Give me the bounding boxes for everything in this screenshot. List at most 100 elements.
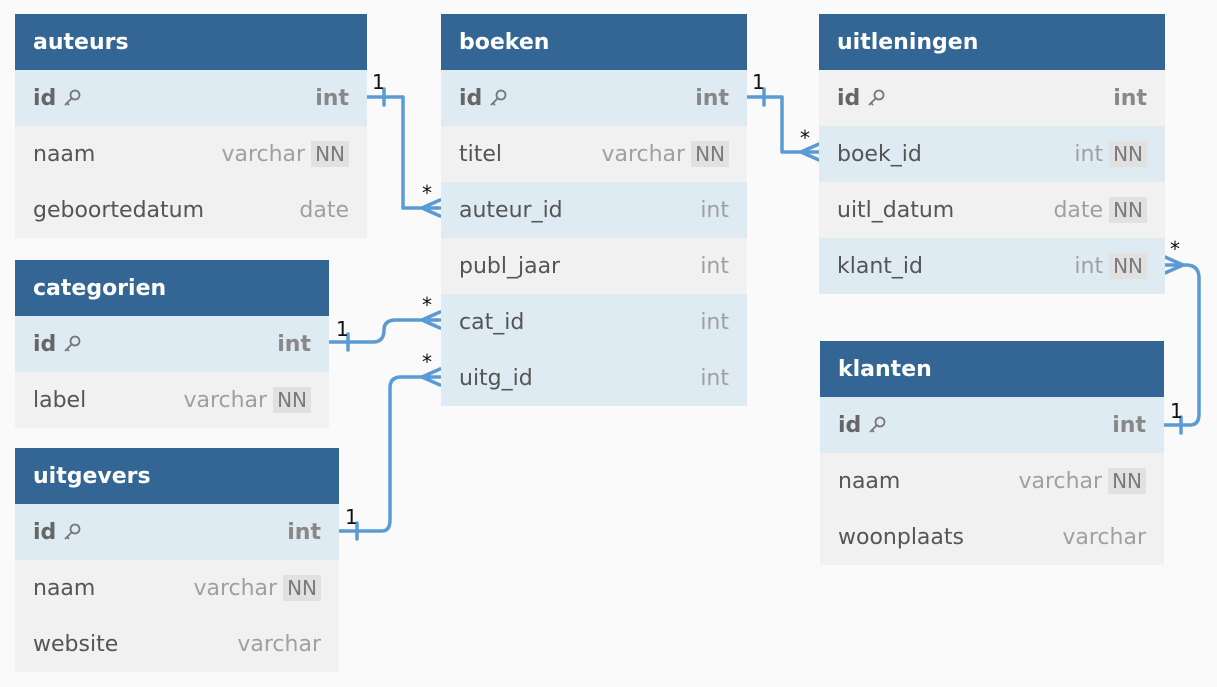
not-null-badge: NN: [273, 387, 311, 413]
field-row[interactable]: geboortedatum date: [15, 182, 367, 238]
field-type: int: [700, 197, 729, 223]
field-name: cat_id: [459, 309, 525, 335]
field-type: varchar: [1062, 524, 1146, 550]
field-name: naam: [33, 141, 96, 167]
table-name: categorien: [33, 275, 167, 301]
cardinality-label: 1: [336, 317, 349, 341]
field-row[interactable]: website varchar: [15, 616, 339, 672]
field-type: varchar: [193, 575, 278, 601]
field-type: int: [1074, 141, 1104, 167]
not-null-badge: NN: [691, 141, 729, 167]
field-row[interactable]: id int: [15, 504, 339, 560]
many-crowfoot: [420, 367, 442, 387]
field-name: uitl_datum: [837, 197, 955, 223]
field-type: varchar: [221, 141, 306, 167]
field-type: varchar: [183, 387, 268, 413]
field-row[interactable]: publ_jaar int: [441, 238, 747, 294]
field-name: woonplaats: [838, 524, 964, 550]
field-row[interactable]: id int: [15, 316, 329, 372]
field-name: label: [33, 387, 87, 413]
field-type: varchar: [1018, 468, 1103, 494]
field-type: int: [695, 85, 729, 111]
field-type: int: [700, 309, 729, 335]
field-row[interactable]: cat_id int: [441, 294, 747, 350]
field-name: publ_jaar: [459, 253, 561, 279]
key-icon: [62, 88, 82, 108]
cardinality-label: *: [800, 126, 810, 150]
field-name: titel: [459, 141, 503, 167]
field-row[interactable]: woonplaats varchar: [820, 509, 1164, 565]
field-row[interactable]: id int: [15, 70, 367, 126]
table-header[interactable]: boeken: [441, 14, 747, 70]
relation-klanten-uitleningen: [1162, 263, 1201, 427]
table-name: klanten: [838, 356, 932, 382]
field-type: int: [700, 253, 729, 279]
key-icon: [866, 88, 886, 108]
field-name: id: [837, 85, 861, 111]
key-icon: [62, 334, 82, 354]
cardinality-label: *: [422, 350, 432, 374]
field-type: date: [299, 197, 349, 223]
field-name: uitg_id: [459, 365, 533, 391]
not-null-badge: NN: [1109, 253, 1147, 279]
field-name: id: [33, 519, 57, 545]
field-row[interactable]: uitg_id int: [441, 350, 747, 406]
field-type: int: [1112, 412, 1146, 438]
field-type: varchar: [601, 141, 686, 167]
not-null-badge: NN: [1109, 197, 1147, 223]
field-name: id: [459, 85, 483, 111]
not-null-badge: NN: [1108, 468, 1146, 494]
field-type: varchar: [237, 631, 321, 657]
cardinality-label: 1: [345, 505, 358, 529]
field-row[interactable]: id int: [441, 70, 747, 126]
cardinality-label: 1: [1170, 399, 1183, 423]
key-icon: [867, 415, 887, 435]
field-name: klant_id: [837, 253, 923, 279]
table-header[interactable]: auteurs: [15, 14, 367, 70]
field-row[interactable]: id int: [819, 70, 1165, 126]
field-name: auteur_id: [459, 197, 563, 223]
table-name: uitgevers: [33, 463, 151, 489]
many-crowfoot: [1163, 255, 1185, 275]
table-name: boeken: [459, 29, 550, 55]
not-null-badge: NN: [283, 575, 321, 601]
cardinality-label: *: [1170, 237, 1180, 261]
table-header[interactable]: uitgevers: [15, 448, 339, 504]
relation-categorien-boeken: [328, 318, 442, 344]
field-row[interactable]: auteur_id int: [441, 182, 747, 238]
table-header[interactable]: categorien: [15, 260, 329, 316]
field-type: int: [287, 519, 321, 545]
table-name: uitleningen: [837, 29, 979, 55]
many-crowfoot: [799, 142, 821, 162]
field-type: int: [1074, 253, 1104, 279]
table-name: auteurs: [33, 29, 129, 55]
field-type: int: [277, 331, 311, 357]
many-crowfoot: [420, 310, 442, 330]
many-crowfoot: [420, 198, 442, 218]
field-name: website: [33, 631, 119, 657]
field-name: id: [33, 331, 57, 357]
table-header[interactable]: klanten: [820, 341, 1164, 397]
cardinality-label: *: [422, 181, 432, 205]
relation-uitgevers-boeken: [337, 375, 442, 533]
field-name: geboortedatum: [33, 197, 205, 223]
field-row[interactable]: id int: [820, 397, 1164, 453]
key-icon: [488, 88, 508, 108]
table-header[interactable]: uitleningen: [819, 14, 1165, 70]
field-type: int: [1113, 85, 1147, 111]
